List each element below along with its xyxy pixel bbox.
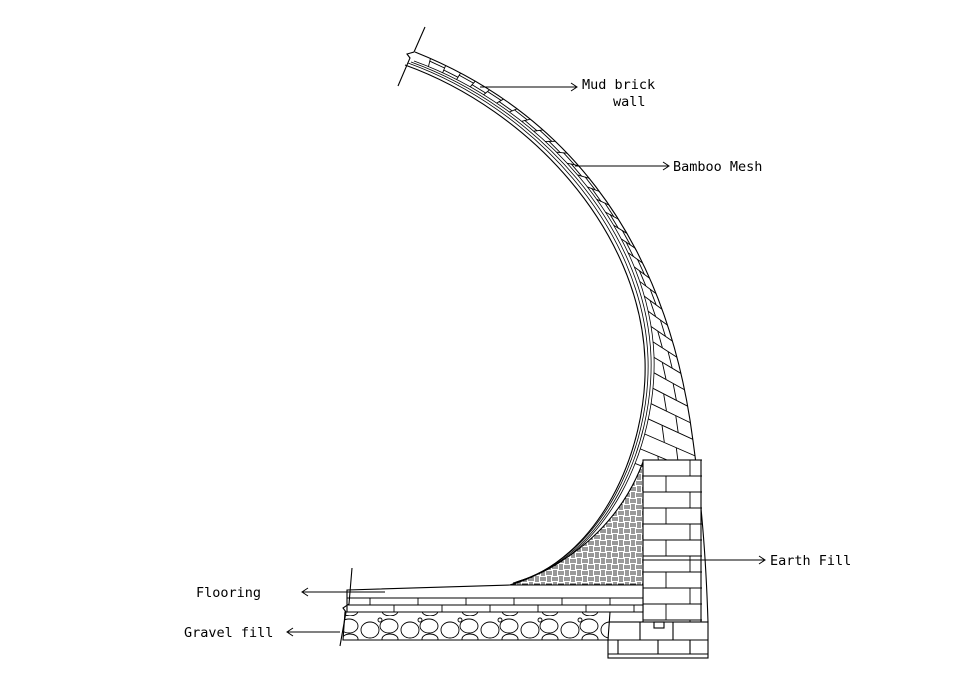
brick-head-joint	[638, 270, 647, 287]
brick-course-joint	[639, 281, 657, 295]
brick-head-joint	[429, 60, 445, 69]
brick-course-joint	[644, 433, 696, 457]
brick-head-joint	[524, 119, 538, 132]
brick-head-joint	[609, 213, 619, 229]
brick-head-joint	[675, 415, 679, 433]
brick-course-joint	[653, 356, 682, 374]
leader-arrows	[286, 82, 766, 637]
brick-course-joint	[648, 418, 693, 440]
wall-inner-edge	[404, 64, 646, 586]
wall-outer-edge	[414, 51, 709, 623]
brick-head-joint	[458, 74, 474, 84]
brick-course-joint	[567, 162, 579, 166]
brick-head-joint	[604, 202, 615, 218]
brick-course-joint	[634, 266, 650, 279]
brick-head-joint	[621, 230, 631, 246]
brick-course-joint	[483, 89, 490, 96]
brick-course-joint	[650, 326, 673, 342]
brick-head-joint	[657, 331, 663, 348]
break-line-top	[397, 26, 426, 87]
brick-course-joint	[627, 252, 643, 264]
brick-head-joint	[663, 394, 667, 411]
brick-course-joint	[587, 186, 600, 192]
brick-course-joint	[652, 387, 688, 407]
brick-head-joint	[661, 362, 667, 380]
brick-course-joint	[647, 310, 668, 326]
brick-course-joint	[442, 65, 447, 73]
brick-course-joint	[533, 129, 544, 132]
brick-course-joint	[652, 341, 678, 358]
brick-head-joint	[498, 100, 513, 112]
brick-head-joint	[539, 129, 553, 142]
brick-head-joint	[570, 163, 583, 177]
brick-head-joint	[672, 383, 677, 401]
brick-course-joint	[605, 211, 619, 220]
brick-course-joint	[650, 403, 691, 424]
brick-head-joint	[471, 84, 487, 94]
brick-head-joint	[649, 300, 656, 317]
brick-head-joint	[513, 109, 528, 121]
flooring-slab	[346, 584, 644, 613]
brick-course-joint	[428, 58, 431, 67]
brick-course-joint	[577, 174, 590, 179]
brick-course-joint	[521, 118, 531, 122]
label-earth-fill: Earth Fill	[770, 553, 851, 569]
brick-head-joint	[637, 259, 645, 275]
brick-course-joint	[496, 98, 504, 104]
brick-head-joint	[487, 90, 502, 101]
mud-brick-courses	[428, 58, 700, 490]
label-mud-brick-wall-2: wall	[613, 94, 646, 110]
brick-course-joint	[596, 198, 610, 206]
brick-course-joint	[469, 80, 476, 88]
brick-head-joint	[562, 152, 575, 166]
bamboo-mesh-layer	[407, 60, 655, 584]
gravel-fill-layer	[342, 611, 611, 641]
brick-head-joint	[584, 176, 596, 191]
brick-head-joint	[661, 425, 665, 443]
brick-head-joint	[667, 351, 673, 369]
brick-pier	[642, 459, 702, 636]
brick-course-joint	[613, 224, 628, 234]
label-gravel-fill: Gravel fill	[184, 625, 273, 641]
brick-course-joint	[509, 108, 518, 113]
label-flooring: Flooring	[196, 585, 261, 601]
brick-head-joint	[548, 140, 561, 154]
label-mud-brick-wall: Mud brick	[582, 77, 655, 93]
brick-course-joint	[653, 372, 685, 391]
brick-head-joint	[591, 187, 602, 202]
brick-course-joint	[620, 238, 636, 249]
brick-course-joint	[556, 151, 568, 154]
brick-course-joint	[456, 72, 461, 80]
brick-head-joint	[649, 289, 657, 305]
brick-head-joint	[625, 241, 634, 257]
brick-head-joint	[443, 69, 459, 78]
label-bamboo-mesh: Bamboo Mesh	[673, 159, 762, 175]
brick-head-joint	[659, 319, 666, 337]
brick-footing	[607, 621, 709, 659]
brick-course-joint	[644, 295, 663, 310]
